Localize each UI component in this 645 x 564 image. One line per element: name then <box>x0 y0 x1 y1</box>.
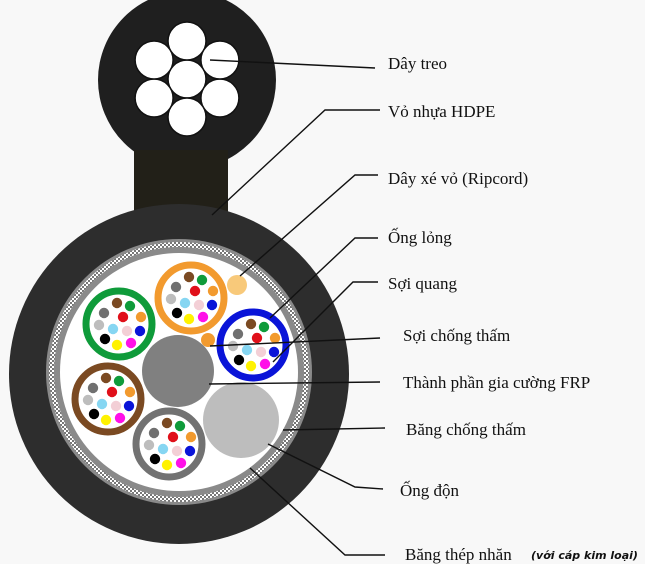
optical-fiber <box>125 337 137 349</box>
label-jacket: Vỏ nhựa HDPE <box>388 102 495 121</box>
optical-fiber <box>170 281 182 293</box>
water-blocking-yarn <box>201 333 215 347</box>
loose-tube <box>154 261 228 335</box>
optical-fiber <box>259 358 271 370</box>
steel-strand <box>167 21 207 61</box>
optical-fiber <box>184 445 196 457</box>
optical-fiber <box>87 382 99 394</box>
label-water-blocking-yarn: Sợi chống thấm <box>403 326 510 345</box>
optical-fiber <box>100 414 112 426</box>
messenger-wire <box>98 0 276 216</box>
label-water-blocking-tape: Băng chống thấm <box>406 420 526 439</box>
optical-fiber <box>189 285 201 297</box>
optical-fiber <box>123 400 135 412</box>
label-frp: Thành phần gia cường FRP <box>403 373 590 392</box>
optical-fiber <box>245 318 257 330</box>
optical-fiber <box>106 386 118 398</box>
optical-fiber <box>193 299 205 311</box>
optical-fiber <box>110 400 122 412</box>
optical-fiber <box>99 333 111 345</box>
filler-rod <box>203 382 279 458</box>
optical-fiber <box>268 346 280 358</box>
optical-fiber <box>121 325 133 337</box>
optical-fiber <box>206 299 218 311</box>
optical-fiber <box>183 313 195 325</box>
optical-fiber <box>269 332 281 344</box>
optical-fiber <box>165 293 177 305</box>
optical-fiber <box>174 420 186 432</box>
label-filler: Ống độn <box>400 481 460 500</box>
label-loose-tube: Ống lỏng <box>388 228 452 247</box>
optical-fiber <box>117 311 129 323</box>
steel-strand <box>167 97 207 137</box>
steel-strand <box>134 78 174 118</box>
optical-fiber <box>232 328 244 340</box>
optical-fiber <box>171 445 183 457</box>
ripcord <box>227 275 247 295</box>
optical-fiber <box>185 431 197 443</box>
frp-central-member <box>142 335 214 407</box>
optical-fiber <box>157 443 169 455</box>
steel-strand <box>134 40 174 80</box>
optical-fiber <box>96 398 108 410</box>
optical-fiber <box>179 297 191 309</box>
optical-fiber <box>113 375 125 387</box>
leader-lines <box>208 59 386 556</box>
label-steel-tape-note: (với cáp kim loại) <box>531 549 638 562</box>
optical-fiber <box>207 285 219 297</box>
optical-fiber <box>167 431 179 443</box>
label-fiber: Sợi quang <box>388 274 457 293</box>
optical-fiber <box>111 297 123 309</box>
optical-fiber <box>258 321 270 333</box>
optical-fiber <box>88 408 100 420</box>
optical-fiber <box>124 386 136 398</box>
optical-fiber <box>124 300 136 312</box>
label-messenger: Dây treo <box>388 54 447 73</box>
optical-fiber <box>149 453 161 465</box>
optical-fiber <box>183 271 195 283</box>
optical-fiber <box>171 307 183 319</box>
optical-fiber <box>114 412 126 424</box>
optical-fiber <box>245 360 257 372</box>
optical-fiber <box>100 372 112 384</box>
label-steel-tape: Băng thép nhăn <box>405 545 512 564</box>
loose-tube <box>132 407 206 481</box>
optical-fiber <box>241 344 253 356</box>
optical-fiber <box>107 323 119 335</box>
loose-tubes <box>71 261 290 481</box>
optical-fiber <box>255 346 267 358</box>
loose-tube <box>82 287 156 361</box>
optical-fiber <box>251 332 263 344</box>
label-ripcord: Dây xé vỏ (Ripcord) <box>388 169 528 188</box>
optical-fiber <box>161 417 173 429</box>
steel-strand <box>200 78 240 118</box>
optical-fiber <box>93 319 105 331</box>
optical-fiber <box>134 325 146 337</box>
optical-fiber <box>111 339 123 351</box>
steel-strand <box>167 59 207 99</box>
optical-fiber <box>135 311 147 323</box>
optical-fiber <box>82 394 94 406</box>
optical-fiber <box>98 307 110 319</box>
optical-fiber <box>197 311 209 323</box>
optical-fiber <box>227 340 239 352</box>
optical-fiber <box>143 439 155 451</box>
optical-fiber <box>233 354 245 366</box>
optical-fiber <box>148 427 160 439</box>
optical-fiber <box>196 274 208 286</box>
optical-fiber <box>161 459 173 471</box>
optical-fiber <box>175 457 187 469</box>
loose-tube <box>71 362 145 436</box>
